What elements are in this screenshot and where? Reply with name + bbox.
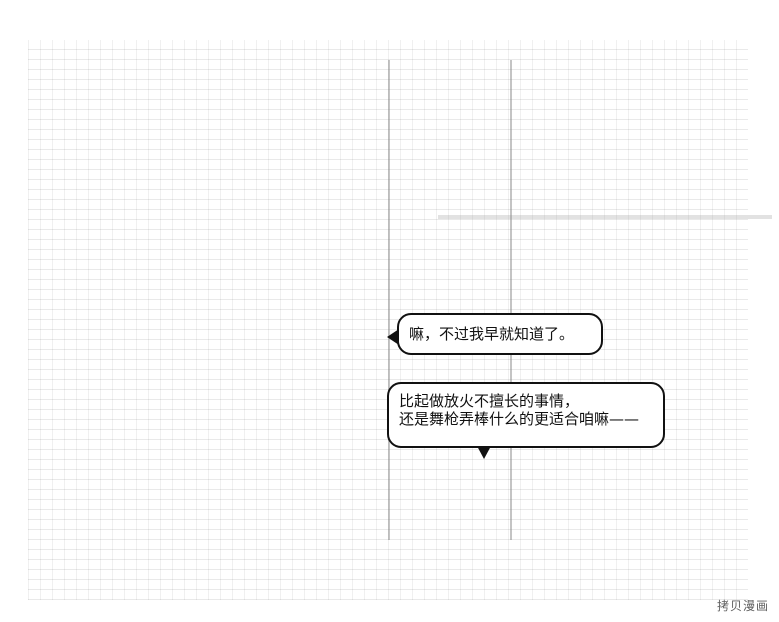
speech-bubble-1: 嘛，不过我早就知道了。 xyxy=(387,313,603,355)
speech-bubble-2-line-1: 比起做放火不擅长的事情， xyxy=(399,392,580,410)
watermark-text: 拷贝漫画 xyxy=(716,599,769,613)
speech-bubble-2: 比起做放火不擅长的事情， 还是舞枪弄棒什么的更适合咱嘛—— xyxy=(387,382,665,459)
speech-bubble-2-line-2: 还是舞枪弄棒什么的更适合咱嘛—— xyxy=(399,410,640,428)
speech-bubble-1-text: 嘛，不过我早就知道了。 xyxy=(409,325,575,343)
ascii-art-illustration xyxy=(28,40,772,600)
speech-bubble-1-tail xyxy=(391,331,400,343)
speech-bubble-2-tail xyxy=(479,445,489,455)
